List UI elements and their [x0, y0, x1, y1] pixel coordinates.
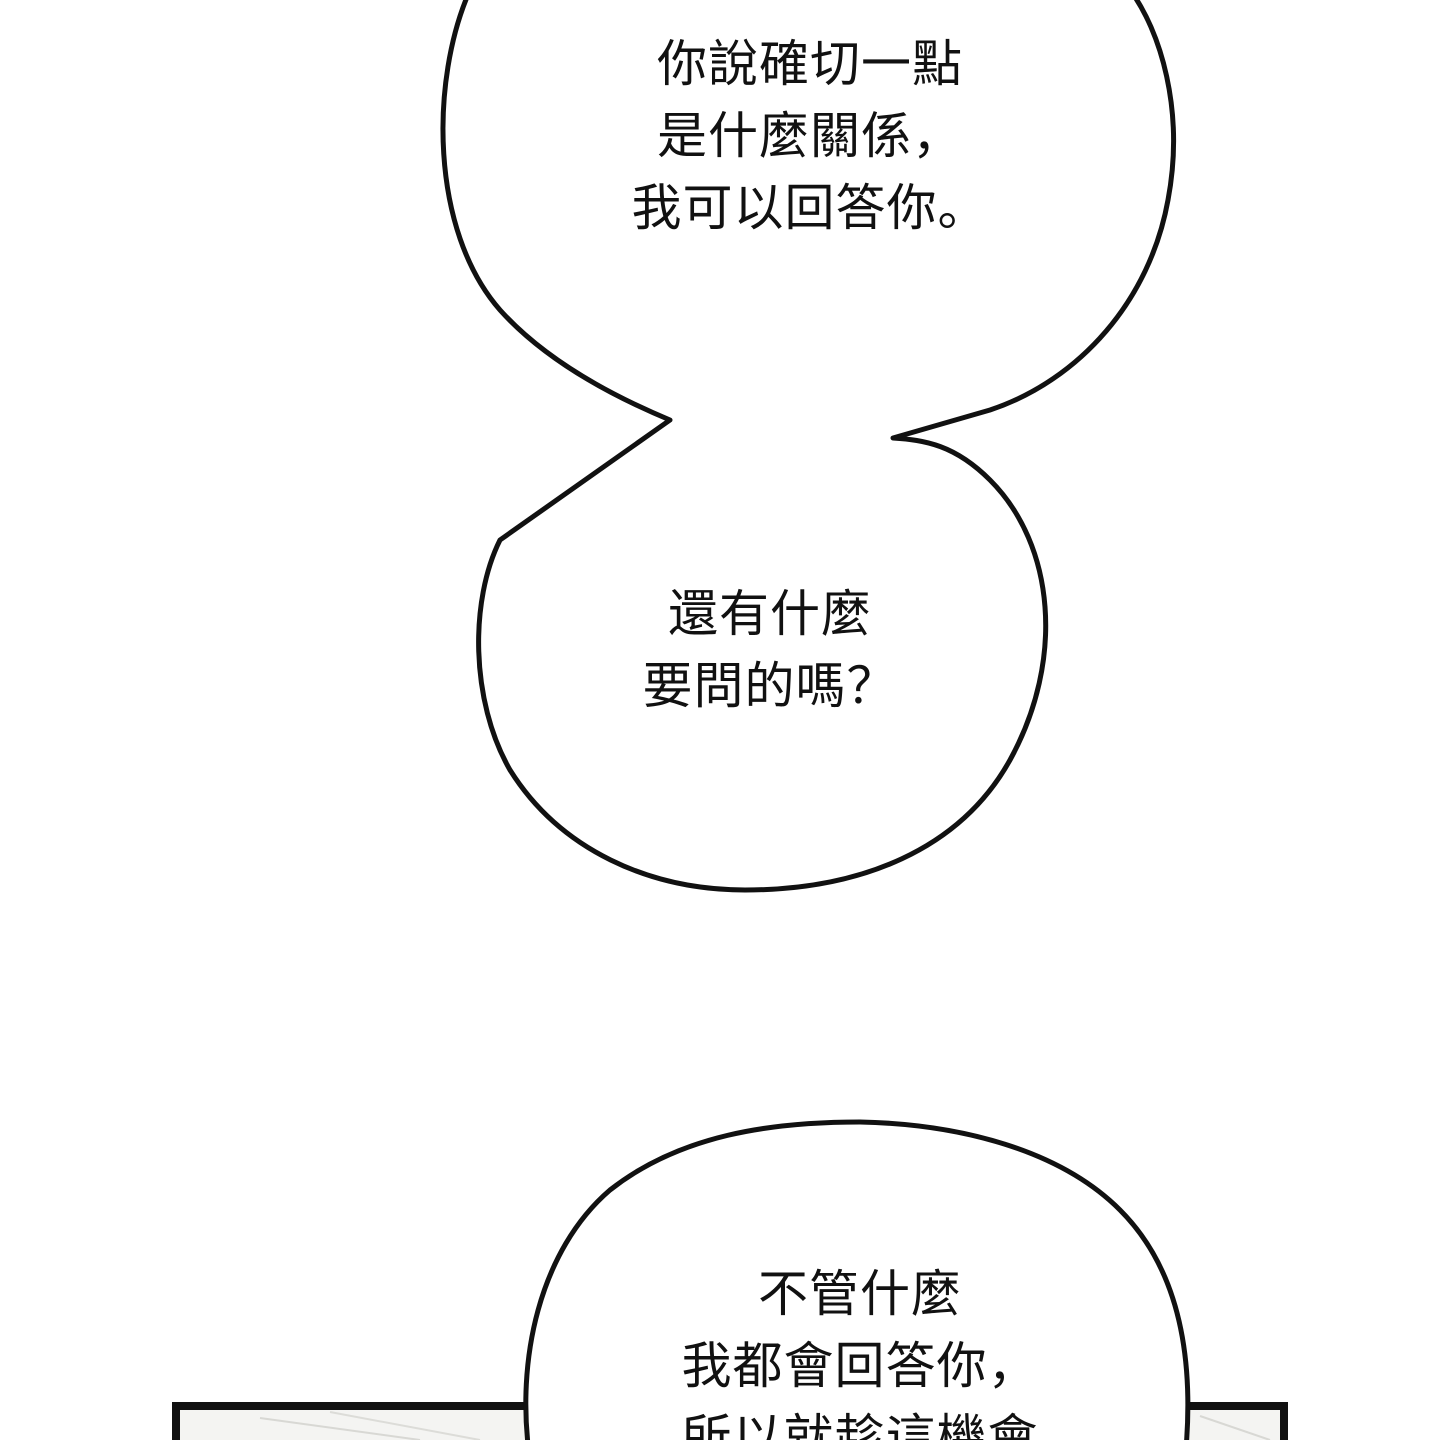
bubble-line: 我可以回答你。	[631, 179, 989, 237]
speech-bubble-top-text: 你說確切一點 是什麼關係， 我可以回答你。	[600, 28, 1020, 244]
speech-bubble-middle-text: 還有什麼 要問的嗎？	[580, 578, 960, 722]
bubble-line: 你說確切一點	[657, 35, 963, 93]
bubble-line: 要問的嗎？	[642, 657, 898, 715]
bubble-line: 所以就趁這機會	[681, 1409, 1039, 1440]
speech-bubble-bottom-text: 不管什麼 我都會回答你， 所以就趁這機會	[640, 1258, 1080, 1440]
bubble-line: 我都會回答你，	[681, 1337, 1039, 1395]
speech-bubble-bottom	[523, 1119, 1191, 1440]
speech-bubble-top	[440, 0, 1176, 893]
bubble-line: 是什麼關係，	[657, 107, 963, 165]
bubble-line: 不管什麼	[758, 1265, 962, 1323]
bubble-line: 還有什麼	[668, 585, 872, 643]
